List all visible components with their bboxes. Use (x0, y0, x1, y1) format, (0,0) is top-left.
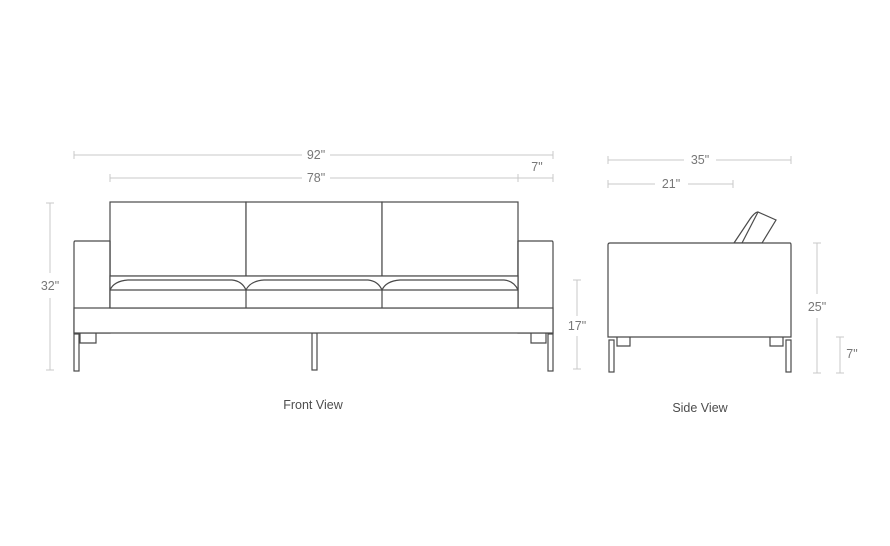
seat-cushion-center-curve (245, 279, 383, 291)
dimension-leg-height: 7" (836, 336, 858, 374)
dimension-label-overall-width: 92" (307, 148, 325, 162)
side-back-cushion (732, 211, 777, 244)
seat-cushion-left-curve (109, 279, 247, 291)
dimension-arm-width: 7" (518, 160, 554, 182)
side-leg-front (608, 339, 615, 373)
dimension-overall-height: 32" (41, 202, 59, 371)
dimension-inner-width: 78" (109, 171, 519, 185)
front-leg-right-bracket (530, 333, 547, 344)
dimension-overall-width: 92" (73, 148, 554, 162)
dimension-overall-depth: 35" (607, 153, 792, 167)
side-body (607, 242, 792, 338)
front-leg-right (547, 333, 554, 372)
back-cushion-right (381, 201, 519, 277)
front-view: 92" 78" 7" 32" (41, 148, 586, 412)
side-leg-back-bracket (769, 337, 784, 347)
front-view-caption: Front View (283, 398, 343, 412)
dimension-label-inner-width: 78" (307, 171, 325, 185)
sofa-base (73, 307, 554, 334)
front-leg-left-bracket (79, 333, 97, 344)
side-view: 35" 21" 25" 7" (607, 153, 858, 415)
side-leg-back (785, 339, 792, 373)
dimension-label-seat-depth: 21" (662, 177, 680, 191)
front-leg-center (311, 332, 318, 371)
seat-cushion-row (109, 275, 519, 309)
dimension-label-overall-height: 32" (41, 279, 59, 293)
front-leg-left (73, 333, 80, 372)
side-view-caption: Side View (672, 401, 728, 415)
dimension-arm-height: 25" (808, 242, 826, 374)
side-sofa-drawing (607, 211, 792, 373)
dimension-label-overall-depth: 35" (691, 153, 709, 167)
dimension-seat-depth: 21" (607, 177, 734, 191)
back-cushion-left (109, 201, 247, 277)
seat-cushion-right-curve (381, 279, 519, 291)
dimension-label-arm-height: 25" (808, 300, 826, 314)
back-cushion-center (245, 201, 383, 277)
side-leg-front-bracket (616, 337, 631, 347)
dimension-label-seat-height: 17" (568, 319, 586, 333)
front-sofa-drawing (73, 201, 554, 372)
dimension-label-leg-height: 7" (846, 347, 857, 361)
dimension-seat-height: 17" (568, 279, 586, 370)
dimension-label-arm-width: 7" (531, 160, 542, 174)
